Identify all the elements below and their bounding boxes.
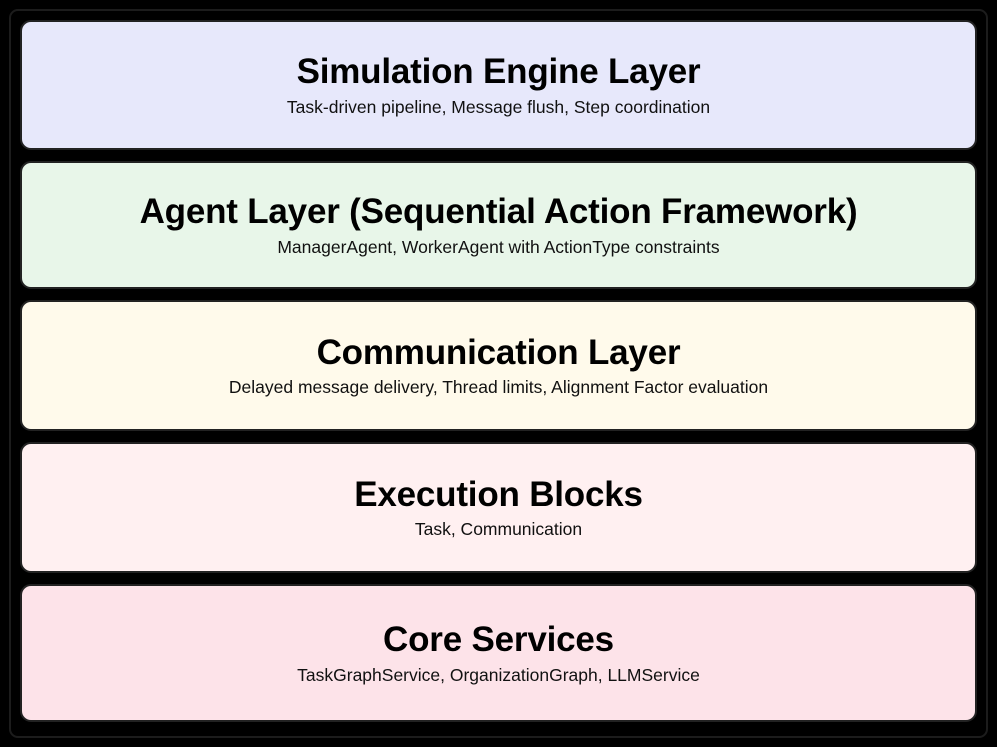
layer-subtitle-simulation-engine: Task-driven pipeline, Message flush, Ste… (286, 96, 711, 117)
layer-communication[interactable]: Communication Layer Delayed message deli… (20, 300, 977, 431)
layer-title-agent: Agent Layer (Sequential Action Framework… (139, 192, 858, 232)
layer-subtitle-communication: Delayed message delivery, Thread limits,… (228, 377, 769, 398)
layer-title-communication: Communication Layer (316, 332, 681, 372)
layer-agent[interactable]: Agent Layer (Sequential Action Framework… (20, 161, 977, 289)
layer-subtitle-agent: ManagerAgent, WorkerAgent with ActionTyp… (277, 236, 720, 257)
layer-core-services[interactable]: Core Services TaskGraphService, Organiza… (20, 584, 977, 722)
layer-title-simulation-engine: Simulation Engine Layer (296, 52, 701, 92)
layer-execution-blocks[interactable]: Execution Blocks Task, Communication (20, 442, 977, 573)
layer-title-core-services: Core Services (383, 620, 614, 660)
layer-simulation-engine[interactable]: Simulation Engine Layer Task-driven pipe… (20, 20, 977, 150)
layer-subtitle-core-services: TaskGraphService, OrganizationGraph, LLM… (297, 664, 700, 685)
layer-subtitle-execution-blocks: Task, Communication (414, 519, 583, 540)
layer-stack: Simulation Engine Layer Task-driven pipe… (9, 9, 988, 738)
layer-title-execution-blocks: Execution Blocks (354, 474, 643, 514)
